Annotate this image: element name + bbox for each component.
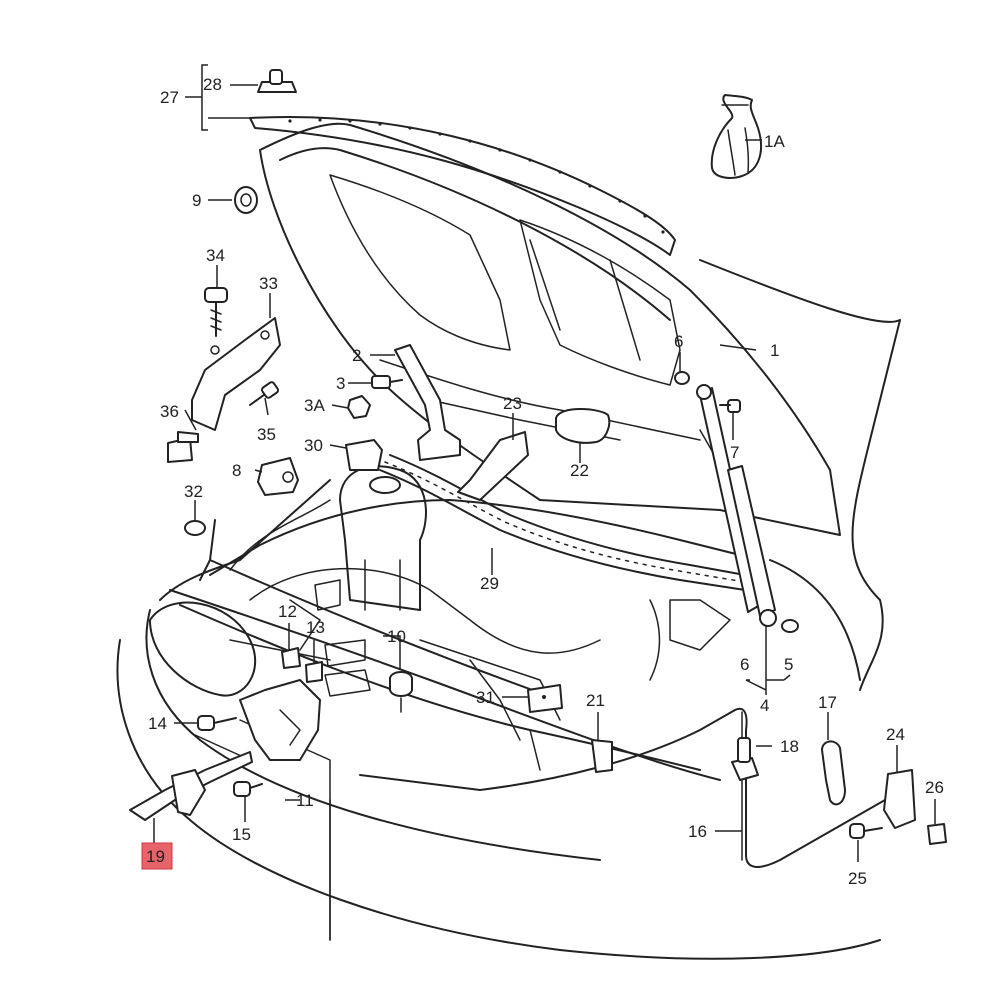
callout-26: 26	[925, 778, 944, 797]
callout-16: 16	[688, 822, 707, 841]
callout-18: 18	[780, 737, 799, 756]
callout-29: 29	[480, 574, 499, 593]
callout-23: 23	[503, 394, 522, 413]
gas-strut	[696, 384, 777, 627]
callout-28: 28	[203, 75, 222, 94]
callout-27: 27	[160, 88, 179, 107]
callout-1: 1	[770, 341, 779, 360]
callout-5: 5	[784, 655, 793, 674]
callout-8: 8	[232, 461, 241, 480]
callout-12: 12	[278, 602, 297, 621]
callout-24: 24	[886, 725, 905, 744]
callout-1A: 1A	[764, 132, 785, 151]
callout-11: 11	[296, 791, 314, 810]
highlight-box	[141, 842, 173, 870]
callout-13: 13	[306, 618, 325, 637]
callout-21: 21	[586, 691, 605, 710]
callout-35: 35	[257, 425, 276, 444]
callout-31: 31	[476, 688, 495, 707]
callout-10: 10	[387, 627, 406, 646]
seal-29	[379, 454, 746, 591]
callout-22: 22	[570, 461, 589, 480]
callout-3A: 3A	[304, 396, 325, 415]
callout-32: 32	[184, 482, 203, 501]
callout-3: 3	[336, 374, 345, 393]
callout-2: 2	[352, 346, 361, 365]
callout-34: 34	[206, 246, 225, 265]
release-cable	[359, 707, 886, 868]
callouts: 1A 1 2 3 3A 4 5 6 6 7 8 9 10 11 12 13 14…	[146, 75, 944, 888]
callout-9: 9	[192, 191, 201, 210]
seal-strip-dots	[288, 118, 665, 234]
callout-6-lower: 6	[740, 655, 749, 674]
callout-30: 30	[304, 436, 323, 455]
callout-6-upper: 6	[674, 332, 683, 351]
leader-lines	[153, 64, 936, 862]
callout-36: 36	[160, 402, 179, 421]
callout-14: 14	[148, 714, 167, 733]
callout-17: 17	[818, 693, 837, 712]
callout-19: 19	[146, 847, 165, 866]
callout-33: 33	[259, 274, 278, 293]
callout-7: 7	[730, 443, 739, 462]
hood-panel	[249, 115, 841, 536]
small-parts	[129, 69, 947, 845]
callout-25: 25	[848, 869, 867, 888]
callout-15: 15	[232, 825, 251, 844]
callout-4: 4	[760, 696, 769, 715]
